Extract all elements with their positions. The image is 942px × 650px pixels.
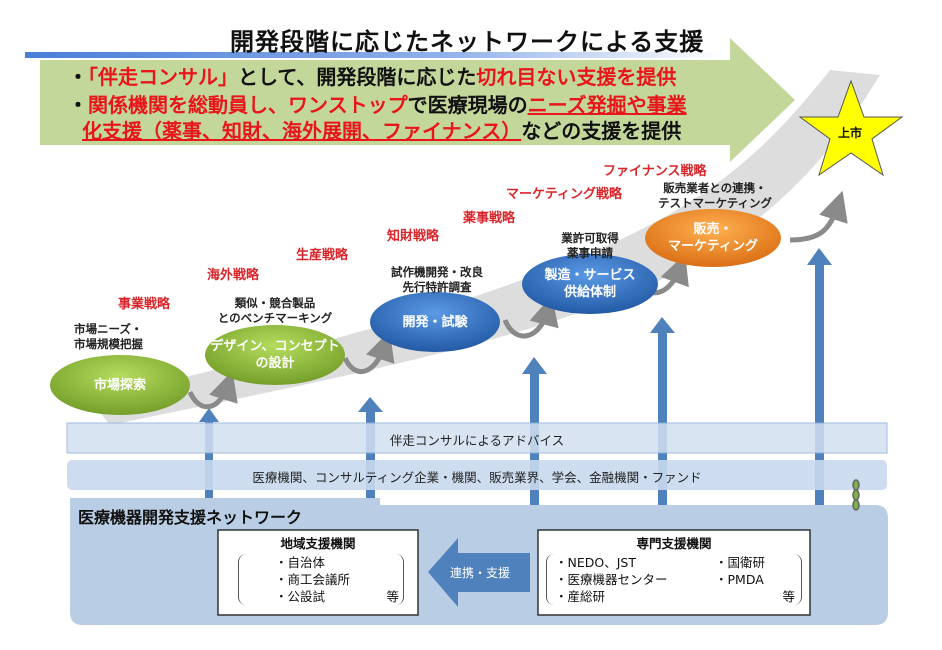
goal-label: 上市	[838, 126, 863, 140]
cooperation-label: 連携・支援	[450, 566, 511, 580]
stage-label-market: 市場探索	[93, 377, 146, 393]
stage-note-sales: 販売業者との連携・ テストマーケティング	[655, 181, 775, 211]
regional-item: ・商工会議所	[275, 572, 351, 587]
stage-note-market: 市場ニーズ・ 市場規模把握	[74, 322, 143, 352]
specialized-left-col: ・NEDO、JST ・医療機器センター ・産総研	[555, 554, 668, 605]
strategy-regulatory: 薬事戦略	[463, 211, 516, 226]
strategy-overseas: 海外戦略	[207, 268, 260, 283]
specialized-item: ・医療機器センター	[555, 572, 668, 587]
note-line: 販売業者との連携・	[663, 181, 767, 195]
stage-note-mfg: 業許可取得 薬事申請	[540, 231, 640, 261]
summary-line-3: 化支援（薬事、知財、海外展開、ファイナンス）などの支援を提供	[82, 118, 681, 144]
stage-label-design: デザイン、コンセプト の設計	[205, 337, 345, 373]
specialized-item: ・PMDA	[715, 572, 764, 587]
highlight-text: 化支援（薬事、知財、海外展開、ファイナンス）	[82, 119, 522, 143]
note-line: とのベンチマーキング	[217, 311, 333, 325]
chain-link-icon	[852, 479, 860, 511]
summary-banner-arrow	[40, 38, 795, 162]
stage-label-mfg: 製造・サービス 供給体制	[522, 266, 658, 302]
highlight-text: 切れ目ない支援を提供	[476, 65, 677, 89]
highlight-text: 「伴走コンサル」	[88, 65, 238, 89]
body-text: などの支援を提供	[521, 119, 682, 143]
network-title: 医療機器開発支援ネットワーク	[78, 508, 303, 527]
body-text: として、開発段階に応じた	[238, 65, 477, 89]
note-line: テストマーケティング	[657, 196, 773, 210]
specialized-item: ・NEDO、JST	[555, 555, 636, 570]
stage-label-dev: 開発・試験	[402, 314, 468, 330]
regional-list: ・自治体 ・商工会議所 ・公設試 等	[238, 554, 404, 605]
specialized-box: 専門支援機関 ・NEDO、JST ・医療機器センター ・産総研 ・国衛研 ・PM…	[538, 533, 810, 605]
summary-line-2: ・関係機関を総動員し、ワンストップで医療現場のニーズ発掘や事業	[68, 92, 687, 118]
label-line: 製造・サービス	[544, 268, 636, 283]
stage-ellipse-dev	[370, 292, 500, 352]
body-text: で医療現場の	[407, 93, 528, 117]
note-line: 薬事申請	[567, 246, 613, 260]
page-title: 開発段階に応じたネットワークによる支援	[230, 28, 705, 56]
stage-note-dev: 試作機開発・改良 先行特許調査	[372, 265, 502, 295]
regional-item: ・自治体	[275, 555, 326, 570]
strategy-business: 事業戦略	[118, 297, 171, 312]
note-line: 市場ニーズ・	[74, 322, 143, 336]
stage-ellipse-market	[50, 355, 190, 415]
goal-star-icon	[798, 79, 904, 177]
label-line: の設計	[255, 356, 295, 371]
stage-label-sales: 販売・ マーケティング	[645, 220, 781, 256]
specialized-list: ・NEDO、JST ・医療機器センター ・産総研 ・国衛研 ・PMDA 等	[546, 554, 802, 605]
regional-box: 地域支援機関 ・自治体 ・商工会議所 ・公設試 等	[218, 533, 418, 605]
note-line: 試作機開発・改良	[391, 265, 483, 279]
cooperation-arrow	[428, 538, 530, 607]
summary-line-1: ・「伴走コンサル」として、開発段階に応じた切れ目ない支援を提供	[68, 64, 676, 90]
note-line: 業許可取得	[561, 231, 619, 245]
advice-band-label: 伴走コンサルによるアドバイス	[389, 433, 565, 448]
highlight-text: 関係機関を総動員し、ワンストップ	[88, 93, 408, 117]
specialized-box-title: 専門支援機関	[636, 536, 712, 551]
stage-connectors	[187, 190, 848, 410]
strategy-production: 生産戦略	[296, 248, 349, 263]
note-line: 先行特許調査	[402, 280, 472, 294]
specialized-item: ・産総研	[555, 589, 606, 604]
label-line: 供給体制	[563, 285, 616, 300]
specialized-box-frame	[537, 529, 811, 616]
stage-ellipse-mfg	[522, 254, 658, 314]
advice-band	[66, 422, 888, 454]
specialized-right-col: ・国衛研 ・PMDA	[715, 554, 765, 588]
regional-box-title: 地域支援機関	[280, 536, 356, 551]
highlight-text: ニーズ発掘や事業	[527, 93, 687, 117]
label-line: デザイン、コンセプト	[210, 339, 340, 354]
strategy-marketing: マーケティング戦略	[506, 187, 622, 202]
partners-band	[67, 460, 887, 490]
note-line: 市場規模把握	[74, 337, 143, 351]
label-line: マーケティング	[668, 239, 758, 254]
regional-box-frame	[217, 529, 419, 616]
stage-ellipse-design	[205, 325, 345, 385]
title-underline	[25, 52, 725, 58]
bullet-dot: ・	[68, 65, 88, 89]
note-line: 類似・競合製品	[234, 296, 316, 310]
stage-note-design: 類似・競合製品 とのベンチマーキング	[205, 296, 345, 326]
specialized-etc: 等	[782, 589, 795, 604]
label-line: 販売・	[693, 222, 733, 237]
partners-band-label: 医療機関、コンサルティング企業・機関、販売業界、学会、金融機関・ファンド	[252, 470, 702, 485]
strategy-finance: ファイナンス戦略	[603, 164, 707, 179]
regional-etc: 等	[386, 589, 399, 604]
regional-item: ・公設試	[275, 589, 326, 604]
bullet-dot: ・	[68, 93, 88, 117]
strategy-ip: 知財戦略	[387, 229, 440, 244]
stage-ellipse-sales	[645, 209, 781, 267]
specialized-item: ・国衛研	[715, 555, 766, 570]
